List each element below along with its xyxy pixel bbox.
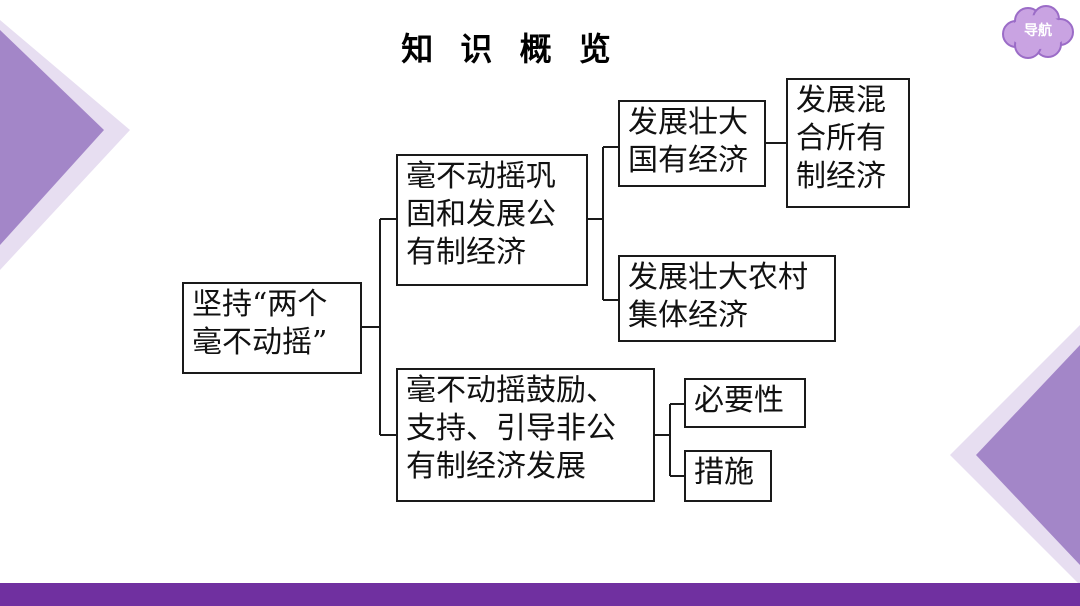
measures-label: 措施: [694, 455, 754, 490]
root-node-label: 坚持“两个毫不动摇”: [192, 287, 328, 360]
mixed-ownership-label: 发展混合所有制经济: [796, 83, 886, 194]
nav-button[interactable]: 导航: [998, 4, 1078, 60]
public-economy-label: 毫不动摇巩固和发展公有制经济: [406, 159, 556, 270]
page-title: 知 识 概 览: [401, 30, 619, 68]
nav-label: 导航: [1024, 23, 1052, 39]
private-economy-label: 毫不动摇鼓励、支持、引导非公有制经济发展: [406, 373, 616, 484]
necessity-node: 必要性: [684, 378, 806, 428]
cloud-icon: [1002, 5, 1074, 59]
bottom-bar: [0, 583, 1080, 606]
root-node: 坚持“两个毫不动摇”: [182, 282, 362, 374]
collective-economy-label: 发展壮大农村集体经济: [628, 260, 808, 333]
public-economy-node: 毫不动摇巩固和发展公有制经济: [396, 154, 588, 286]
state-economy-node: 发展壮大国有经济: [618, 100, 766, 187]
state-economy-label: 发展壮大国有经济: [628, 105, 748, 178]
collective-economy-node: 发展壮大农村集体经济: [618, 255, 836, 342]
private-economy-node: 毫不动摇鼓励、支持、引导非公有制经济发展: [396, 368, 655, 502]
mixed-ownership-node: 发展混合所有制经济: [786, 78, 910, 208]
necessity-label: 必要性: [694, 383, 784, 418]
measures-node: 措施: [684, 450, 772, 502]
